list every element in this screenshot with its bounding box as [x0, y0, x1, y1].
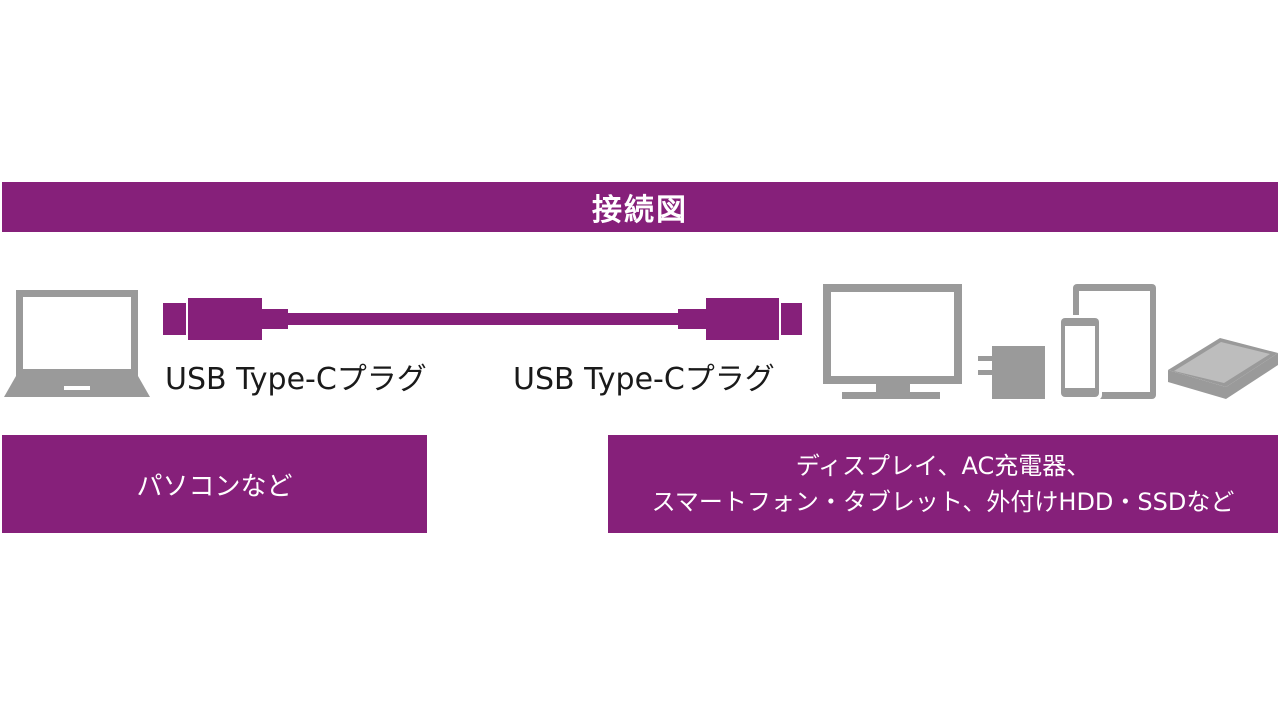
pc-devices-text: パソコンなど: [136, 471, 293, 502]
title-bar: 接続図: [2, 182, 1278, 232]
right-plug-tip: [781, 303, 802, 335]
pc-devices-box: パソコンなど: [2, 435, 427, 533]
left-plug-body: [188, 298, 262, 340]
left-plug-neck: [262, 309, 288, 329]
connected-devices-line1: ディスプレイ、AC充電器、: [795, 452, 1091, 480]
left-plug-tip: [163, 303, 186, 335]
cable-wire: [288, 313, 678, 325]
right-plug-neck: [678, 309, 706, 329]
connected-devices-line2: スマートフォン・タブレット、外付けHDD・SSDなど: [651, 488, 1235, 516]
usb-c-cable: [163, 298, 802, 340]
smartphone-icon: [1058, 315, 1102, 400]
page-title: 接続図: [592, 193, 688, 228]
laptop-icon: [4, 290, 150, 397]
external-drive-icon: [1168, 338, 1278, 399]
connected-devices-box: ディスプレイ、AC充電器、 スマートフォン・タブレット、外付けHDD・SSDなど: [608, 435, 1278, 533]
right-plug-label: USB Type-Cプラグ: [513, 362, 775, 397]
left-plug-label: USB Type-Cプラグ: [165, 362, 427, 397]
right-plug-body: [706, 298, 779, 340]
monitor-icon: [823, 284, 962, 399]
ac-charger-icon: [978, 346, 1045, 399]
